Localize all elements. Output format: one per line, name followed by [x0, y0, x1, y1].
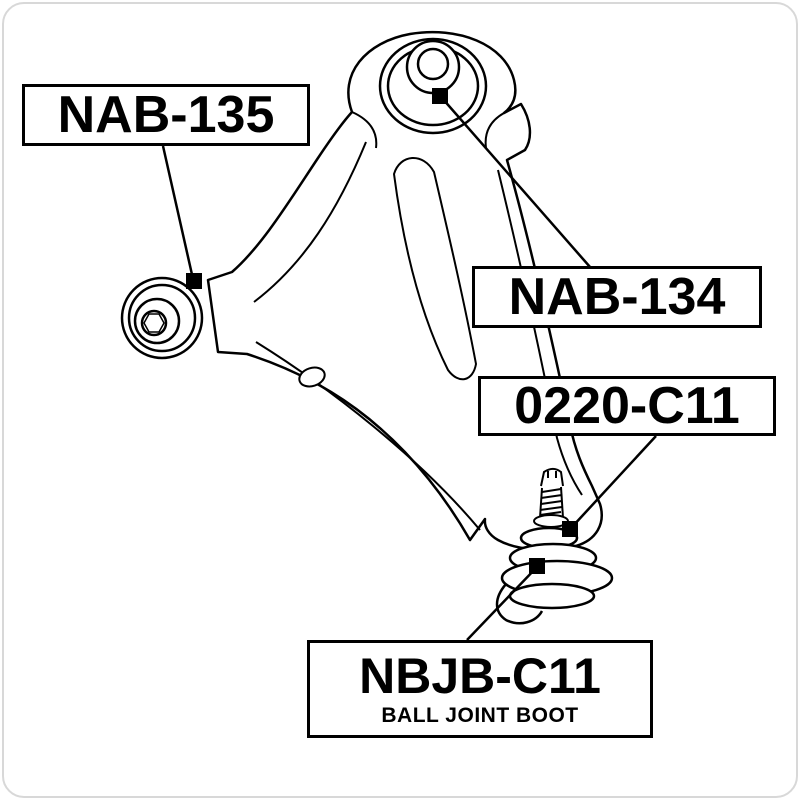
marker-0220 [562, 521, 578, 537]
marker-nbjb [529, 558, 545, 574]
part-label-0220-c11: 0220-C11 [478, 376, 776, 436]
marker-nab134 [432, 88, 448, 104]
callout-markers [186, 88, 578, 574]
part-label-nab134: NAB-134 [472, 266, 762, 328]
rear-bushing-top [378, 37, 488, 135]
part-label-subtitle: BALL JOINT BOOT [381, 704, 579, 727]
leader-nab135 [161, 145, 195, 280]
part-label-text: 0220-C11 [514, 377, 740, 435]
marker-nab135 [186, 273, 202, 289]
part-label-nbjb-c11: NBJB-C11 BALL JOINT BOOT [307, 640, 653, 738]
part-label-text: NAB-135 [57, 86, 275, 144]
leader-lines [161, 97, 657, 641]
part-label-nab135: NAB-135 [22, 84, 310, 146]
part-label-text: NBJB-C11 [359, 648, 601, 704]
leader-nbjb [466, 566, 538, 641]
ball-joint [533, 468, 569, 528]
lightening-hole [298, 366, 326, 388]
front-bushing-left [120, 276, 204, 360]
part-label-text: NAB-134 [508, 268, 726, 326]
leader-nab134 [441, 97, 591, 268]
leader-0220 [571, 435, 657, 528]
